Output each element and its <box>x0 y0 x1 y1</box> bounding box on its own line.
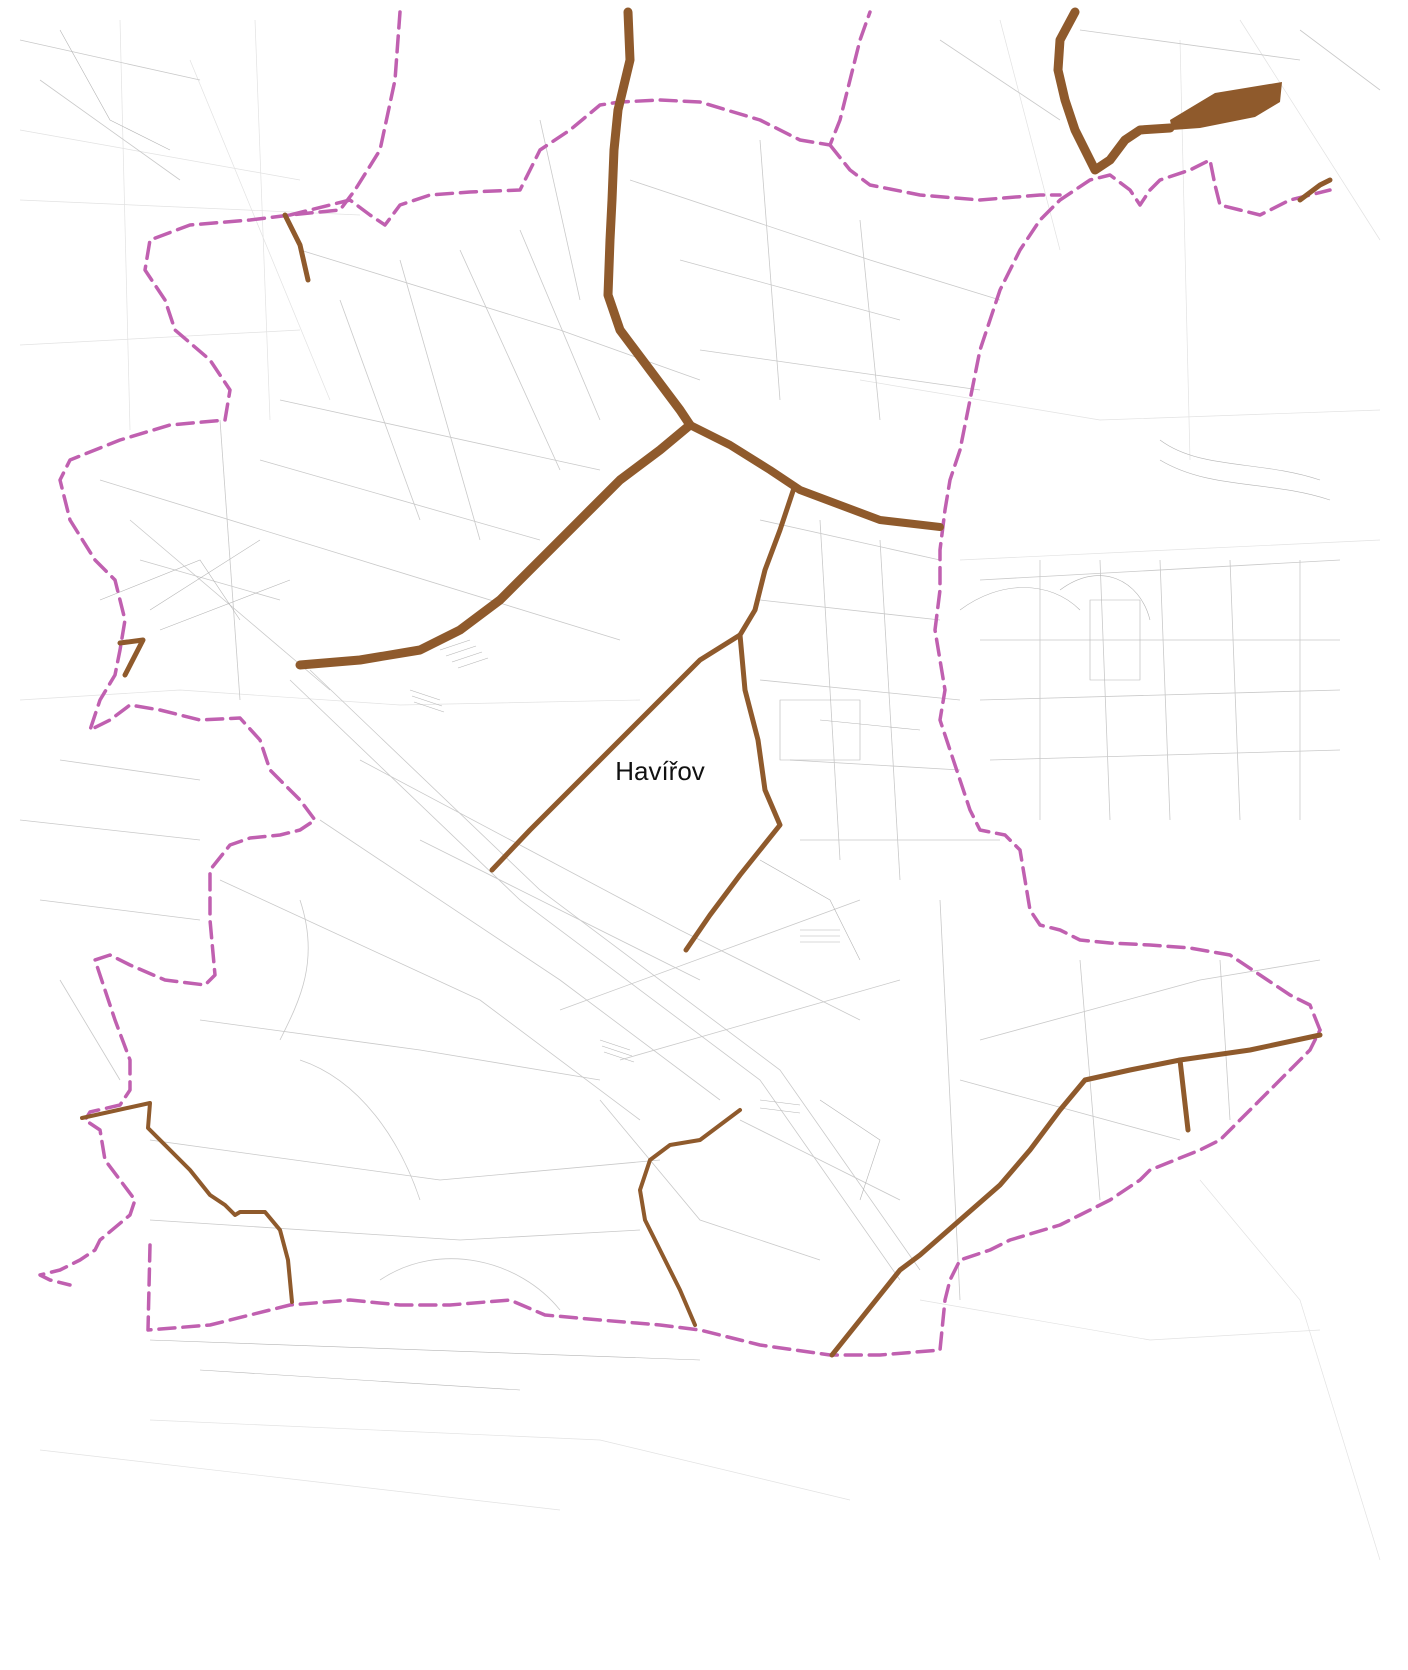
boundary-line-north <box>288 10 872 227</box>
major-road-southeast-spur <box>1177 1057 1191 1133</box>
place-label-havirov: Havířov <box>615 756 705 786</box>
major-road-south <box>638 1108 742 1327</box>
major-road-northwest-spur <box>282 212 311 283</box>
major-road-west <box>295 420 695 670</box>
boundary-line-south <box>146 1028 1322 1357</box>
major-road-east <box>686 421 944 531</box>
major-road-northeast <box>1053 7 1175 175</box>
minor-street-network <box>19 19 1381 1561</box>
major-road-havirov-diagonal <box>489 632 743 873</box>
major-road-west-spur <box>117 637 146 678</box>
major-road-center <box>683 482 798 953</box>
major-road-southwest <box>80 1101 294 1304</box>
boundary-line-west <box>38 10 402 1287</box>
major-road-north <box>603 7 695 430</box>
major-road-east-edge <box>1297 177 1333 203</box>
major-road-southeast <box>829 1032 1323 1358</box>
boundary-line-northeast <box>828 143 1062 202</box>
major-roads <box>80 7 1333 1358</box>
industrial-area-northeast <box>1170 82 1282 130</box>
